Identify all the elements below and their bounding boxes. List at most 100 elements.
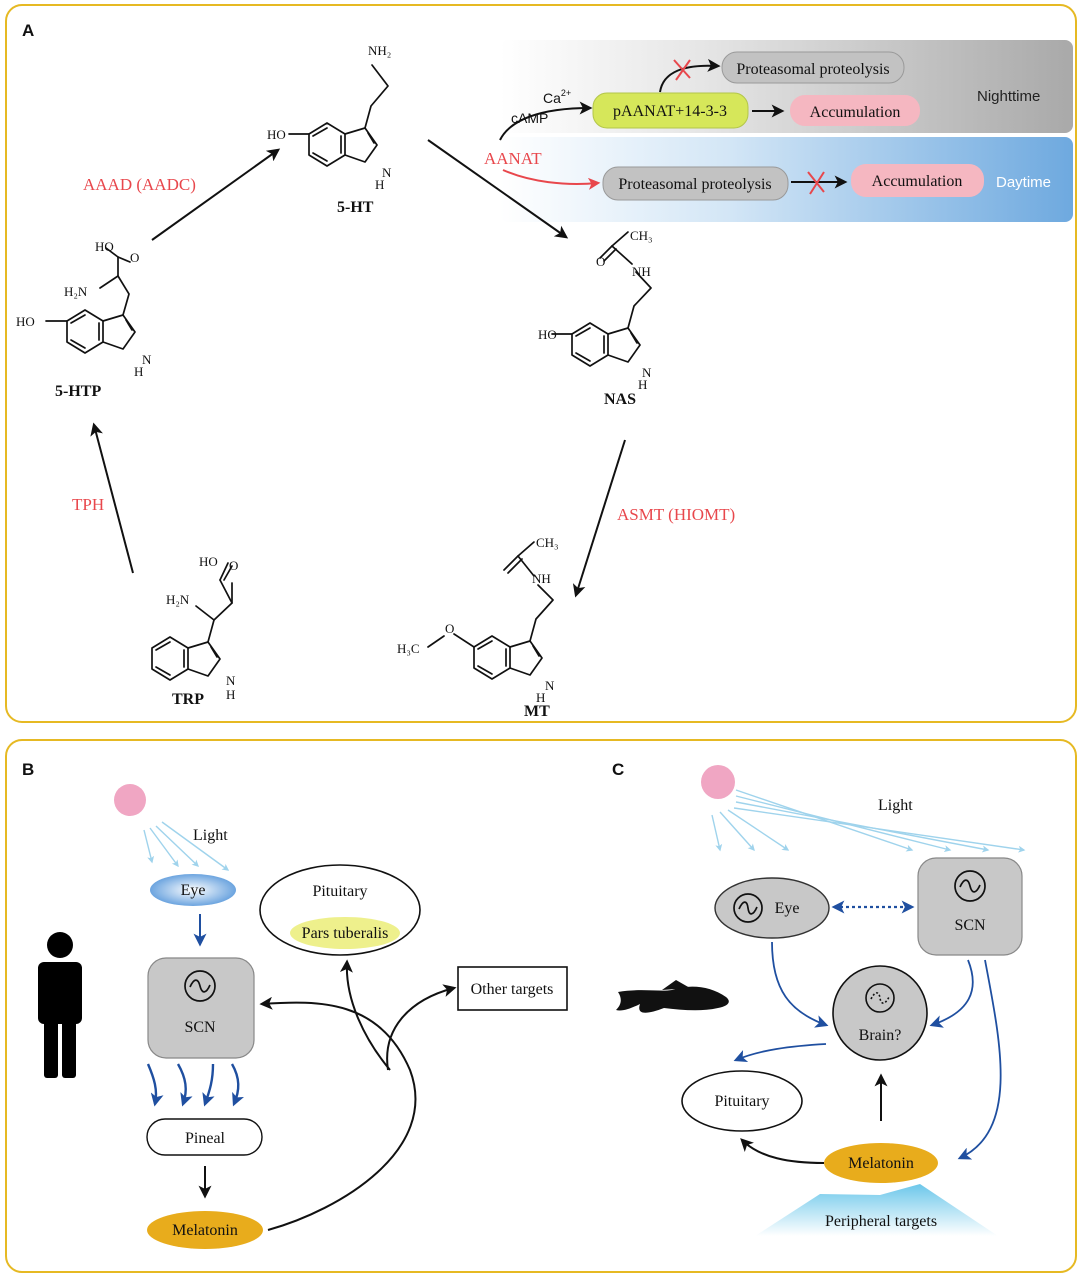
day-proteolysis-label: Proteasomal proteolysis [618, 176, 771, 193]
asmt-arrow [572, 439, 626, 598]
enzyme-asmt: ASMT (HIOMT) [617, 505, 735, 524]
svg-text:O: O [130, 250, 139, 265]
b-scn-clock-icon [184, 970, 216, 1002]
c-pituitary-box [681, 1070, 803, 1132]
svg-text:O: O [445, 621, 454, 636]
b-pineal-label: Pineal [185, 1130, 226, 1147]
b-pars-label: Pars tuberalis [302, 925, 389, 942]
svg-text:H₂N: H₂N [166, 592, 190, 607]
svg-text:HO: HO [95, 239, 114, 254]
b-sun-icon [114, 784, 146, 816]
night-proteolysis-arrow [659, 58, 721, 93]
svg-text:HO: HO [16, 314, 35, 329]
c-brain-clock-icon [865, 983, 895, 1013]
c-eye-box [714, 877, 830, 939]
c-scn-clock-icon [954, 870, 986, 902]
c-light-rays [711, 789, 1026, 853]
c-eye-label: Eye [775, 900, 800, 917]
c-eye-clock-icon [733, 893, 763, 923]
b-pineal-box [146, 1118, 263, 1156]
svg-text:CH₃: CH₃ [630, 228, 653, 243]
c-peripheral-area [755, 1184, 998, 1236]
night-accumulation-label: Accumulation [810, 104, 901, 121]
b-light-label: Light [193, 827, 228, 844]
b-other-targets-box [457, 966, 568, 1011]
tph-arrow [90, 422, 134, 574]
ca-label: Ca2+ [543, 88, 571, 106]
molecule-mt: N H O H₃C NH CH₃ [397, 535, 559, 705]
day-proteolysis-box [602, 166, 789, 201]
nighttime-label: Nighttime [977, 88, 1040, 105]
c-melatonin-label: Melatonin [848, 1155, 914, 1172]
molecule-5htp: N H HO H₂N HO O [16, 239, 152, 379]
panel-a-frame [5, 4, 1077, 723]
b-melatonin-pituitary-arrow [339, 959, 391, 1071]
aanat-red-arrow [502, 169, 601, 190]
svg-text:N: N [226, 673, 236, 688]
svg-text:H: H [375, 177, 384, 192]
svg-text:N: N [642, 365, 652, 380]
c-brain-wave-icon [870, 992, 890, 1004]
svg-text:HO: HO [199, 554, 218, 569]
fish-fin-icon [662, 980, 690, 990]
day-accumulation-box [851, 164, 984, 197]
trp-name: TRP [172, 691, 204, 708]
ht-name: 5-HT [337, 199, 374, 216]
svg-text:O: O [596, 254, 605, 269]
day-accumulation-label: Accumulation [872, 173, 963, 190]
b-eye-icon [150, 874, 236, 906]
molecule-5ht: N H HO NH₂ [267, 43, 392, 192]
htp-name: 5-HTP [55, 383, 101, 400]
enzyme-tph: TPH [72, 495, 104, 514]
c-melatonin-box [824, 1143, 938, 1183]
svg-text:H: H [536, 690, 545, 705]
svg-text:CH₃: CH₃ [536, 535, 559, 550]
b-scn-pineal-arrows [146, 1063, 245, 1107]
night-proteolysis-label: Proteasomal proteolysis [736, 61, 889, 78]
svg-text:N: N [545, 678, 555, 693]
svg-text:N: N [382, 165, 392, 180]
molecule-nas: N H HO NH CH₃ O [538, 228, 653, 392]
aanat-arrow [427, 139, 569, 239]
svg-text:HO: HO [538, 327, 557, 342]
c-sun-icon [701, 765, 735, 799]
night-proteolysis-box [721, 51, 905, 84]
b-eye-label: Eye [181, 882, 206, 899]
b-melatonin-box [147, 1211, 263, 1249]
panel-c-letter: C [612, 760, 624, 779]
c-peripheral-label: Peripheral targets [825, 1213, 937, 1230]
c-scn-box [917, 857, 1023, 956]
c-melatonin-pituitary-arrow [740, 1138, 825, 1164]
b-pituitary-label: Pituitary [312, 883, 367, 900]
c-brain-box [832, 965, 928, 1061]
aaad-arrow [151, 148, 281, 241]
svg-text:NH: NH [632, 264, 651, 279]
b-scn-label: SCN [184, 1019, 216, 1036]
panel-b-letter: B [22, 760, 34, 779]
panel-bc-frame [5, 739, 1077, 1273]
c-light-label: Light [878, 797, 913, 814]
daytime-label: Daytime [996, 174, 1051, 191]
svg-text:H₂N: H₂N [64, 284, 88, 299]
b-scn-wave-icon [189, 979, 211, 993]
svg-text:H: H [134, 364, 143, 379]
enzyme-aaad: AAAD (AADC) [83, 175, 196, 194]
b-melatonin-label: Melatonin [172, 1222, 238, 1239]
b-scn-box [147, 957, 255, 1059]
night-accumulation-box [790, 95, 920, 126]
day-inhibit-mark [807, 171, 825, 195]
b-light-rays [143, 821, 230, 871]
c-pituitary-label: Pituitary [714, 1093, 769, 1110]
svg-text:N: N [142, 352, 152, 367]
c-eye-wave-icon [738, 901, 758, 915]
enzyme-aanat: AANAT [484, 149, 542, 168]
nas-name: NAS [604, 391, 636, 408]
c-scn-label: SCN [954, 917, 986, 934]
night-inhibit-mark [673, 59, 691, 81]
mt-name: MT [524, 703, 550, 720]
b-pars-box [290, 917, 400, 949]
molecule-trp: N H H₂N HO O [151, 554, 238, 702]
svg-text:O: O [229, 558, 238, 573]
svg-text:NH₂: NH₂ [368, 43, 391, 58]
